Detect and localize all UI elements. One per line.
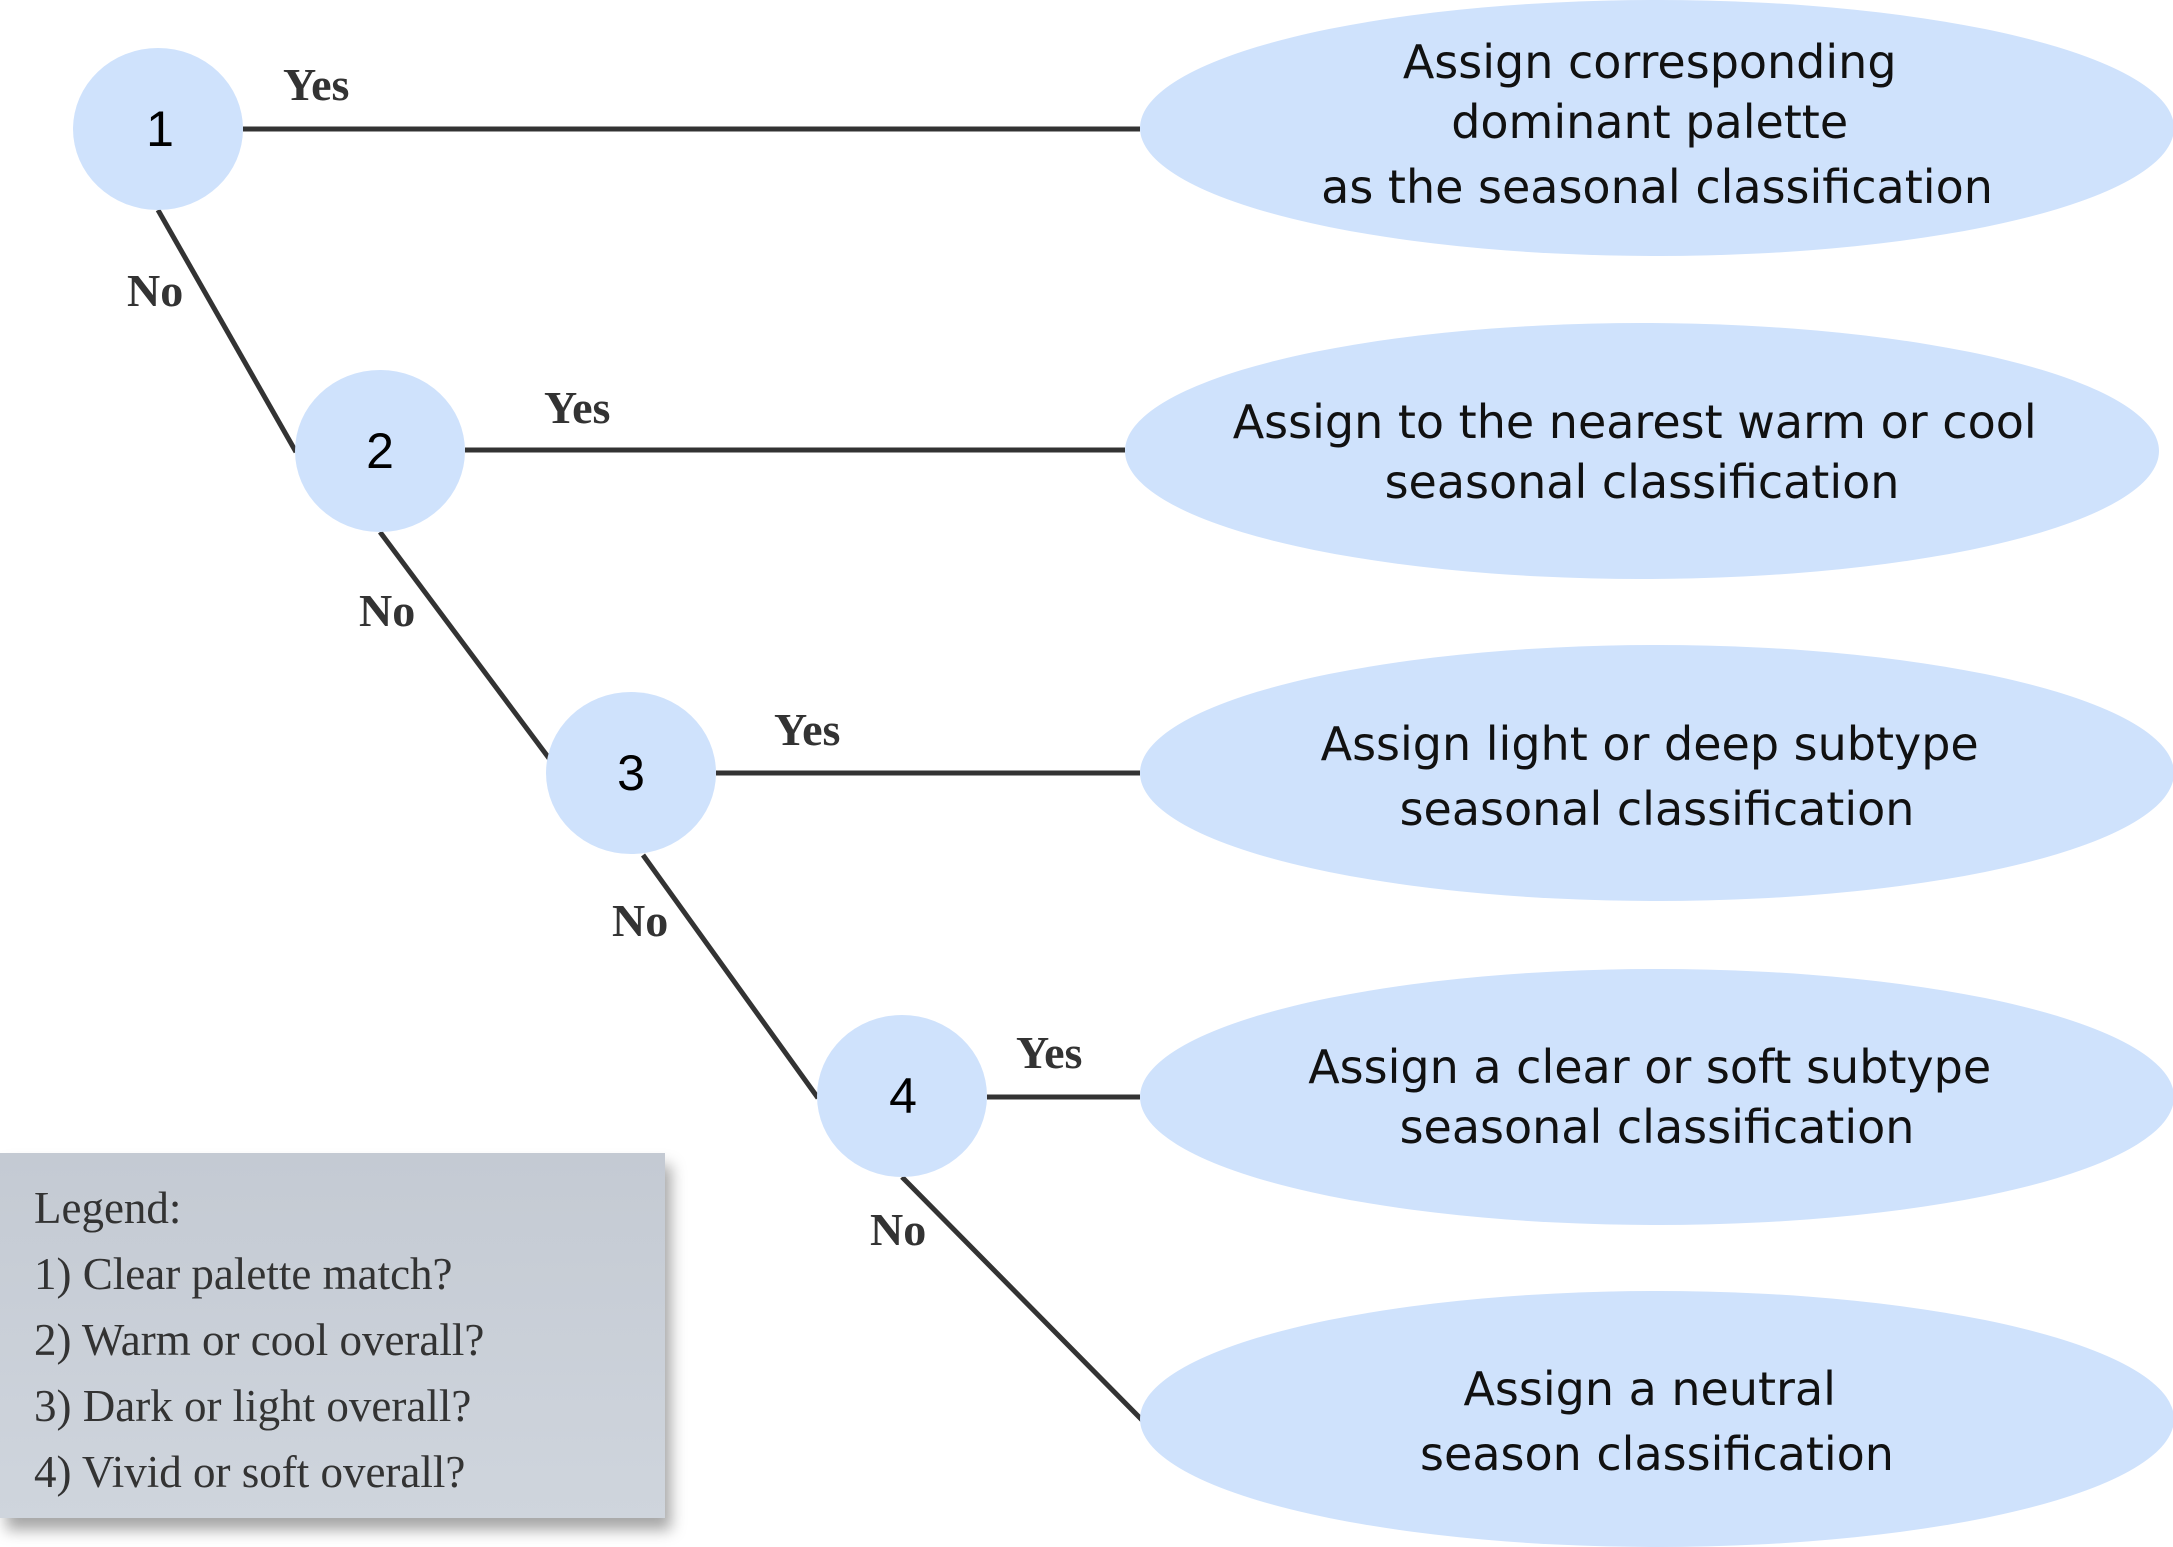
- outcome-4: Assign a clear or soft subtype seasonal …: [1140, 969, 2173, 1225]
- decision-node-3: 3: [546, 692, 716, 854]
- outcome-1-line-1: Assign corresponding: [1403, 35, 1897, 89]
- outcome-5-line-1: Assign a neutral: [1463, 1362, 1836, 1416]
- legend-title: Legend:: [34, 1183, 182, 1233]
- edge-1-no: [155, 208, 299, 454]
- decision-node-label: 3: [617, 745, 645, 801]
- no-label-3: No: [612, 895, 668, 946]
- decision-node-label: 4: [889, 1068, 917, 1124]
- no-label-2: No: [359, 585, 415, 636]
- decision-node-1: 1: [73, 48, 243, 210]
- outcome-3-line-2: seasonal classification: [1400, 782, 1915, 836]
- legend-item-1: 1) Clear palette match?: [34, 1249, 453, 1299]
- decision-node-label: 1: [146, 101, 174, 157]
- edge-4-no: [900, 1175, 1144, 1422]
- outcome-3: Assign light or deep subtype seasonal cl…: [1140, 645, 2173, 901]
- decision-node-label: 2: [366, 423, 394, 479]
- yes-label-2: Yes: [544, 382, 610, 433]
- svg-text:Assign light or deep subtype: Assign light or deep subtype seasonal cl…: [1321, 717, 1994, 836]
- outcome-2: Assign to the nearest warm or cool seaso…: [1125, 323, 2159, 579]
- outcome-1: Assign corresponding dominant palette as…: [1140, 0, 2173, 256]
- no-label-1: No: [127, 265, 183, 316]
- decision-node-4: 4: [817, 1015, 987, 1177]
- outcome-1-line-2: dominant palette: [1451, 95, 1848, 149]
- edge-2-no: [377, 530, 566, 779]
- edge-3-no: [640, 853, 821, 1100]
- yes-label-1: Yes: [283, 59, 349, 110]
- outcome-2-line-1: Assign to the nearest warm or cool: [1233, 395, 2037, 449]
- legend-item-4: 4) Vivid or soft overall?: [34, 1447, 466, 1497]
- svg-text:Assign a neutral season: Assign a neutral season classification: [1420, 1362, 1894, 1481]
- yes-label-4: Yes: [1016, 1027, 1082, 1078]
- svg-text:Assign a clear or soft subtype: Assign a clear or soft subtype seasonal …: [1308, 1040, 2006, 1154]
- yes-label-3: Yes: [774, 704, 840, 755]
- outcome-4-line-2: seasonal classification: [1400, 1100, 1915, 1154]
- outcome-2-line-2: seasonal classification: [1385, 455, 1900, 509]
- legend-item-3: 3) Dark or light overall?: [34, 1381, 472, 1431]
- legend-item-2: 2) Warm or cool overall?: [34, 1315, 485, 1365]
- outcome-1-line-3: as the seasonal classification: [1321, 160, 1993, 214]
- outcome-5: Assign a neutral season classification: [1140, 1291, 2173, 1547]
- svg-text:Assign to the nearest warm or: Assign to the nearest warm or cool seaso…: [1233, 395, 2052, 509]
- svg-text:Assign corresponding dom: Assign corresponding dominant palette as…: [1321, 35, 1993, 214]
- decision-node-2: 2: [295, 370, 465, 532]
- outcome-3-line-1: Assign light or deep subtype: [1321, 717, 1979, 771]
- outcome-4-line-1: Assign a clear or soft subtype: [1308, 1040, 1991, 1094]
- no-label-4: No: [870, 1204, 926, 1255]
- legend-box: Legend: 1) Clear palette match? 2) Warm …: [0, 1153, 665, 1518]
- outcome-5-line-2: season classification: [1420, 1427, 1894, 1481]
